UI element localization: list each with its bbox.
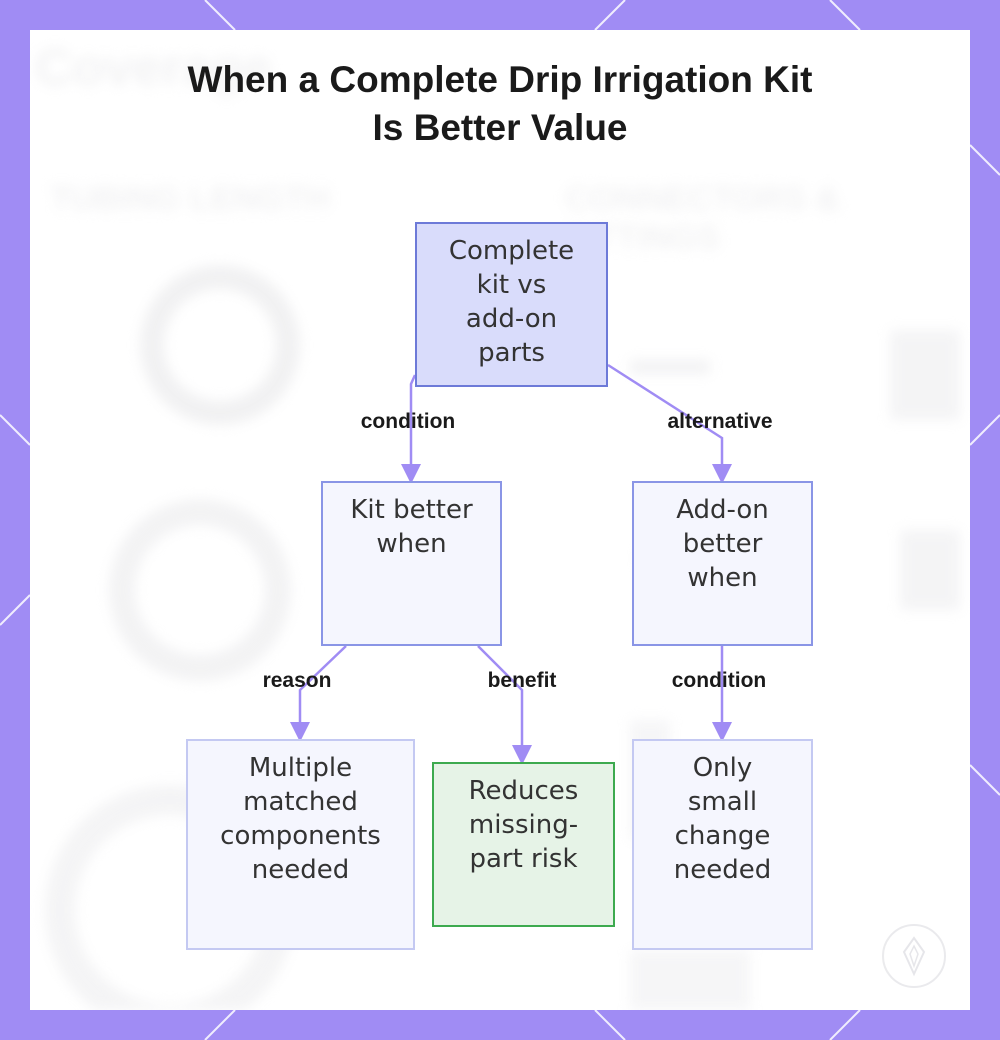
node-reduces-missing-part-risk: Reduces missing- part risk: [432, 762, 615, 927]
node-multiple-matched-components: Multiple matched components needed: [186, 739, 415, 950]
background-heading: Coverage: [35, 39, 272, 97]
blurred-background-infographic: Coverage TUBING LENGTH CONNECTORS & FITT…: [30, 30, 970, 1010]
edge-kit-to-reduces: [477, 645, 532, 765]
node-complete-kit-vs-add-on: Complete kit vs add-on parts: [415, 222, 608, 387]
edge-label-benefit: benefit: [487, 669, 557, 692]
diagram-title: When a Complete Drip Irrigation Kit Is B…: [187, 59, 813, 148]
edge-label-condition: condition: [360, 410, 456, 433]
edge-label-reason: reason: [262, 669, 332, 692]
edge-kit-to-multiple: [290, 645, 347, 742]
edge-root-to-addon: [607, 363, 732, 484]
background-label-tubing: TUBING LENGTH: [50, 180, 330, 218]
node-label: Multiple matched components needed: [220, 753, 381, 885]
edge-root-to-kit: [401, 374, 421, 484]
edge-label-condition-addon: condition: [671, 669, 767, 692]
node-label: Add-on better when: [676, 495, 769, 593]
node-add-on-better-when: Add-on better when: [632, 481, 813, 646]
node-kit-better-when: Kit better when: [321, 481, 502, 646]
node-label: Kit better when: [350, 495, 473, 559]
logo-badge-icon: [882, 924, 946, 988]
edge-label-alternative: alternative: [667, 410, 773, 433]
node-label: Only small change needed: [673, 753, 772, 885]
node-only-small-change: Only small change needed: [632, 739, 813, 950]
node-label: Complete kit vs add-on parts: [448, 236, 575, 368]
node-label: Reduces missing- part risk: [468, 776, 579, 874]
